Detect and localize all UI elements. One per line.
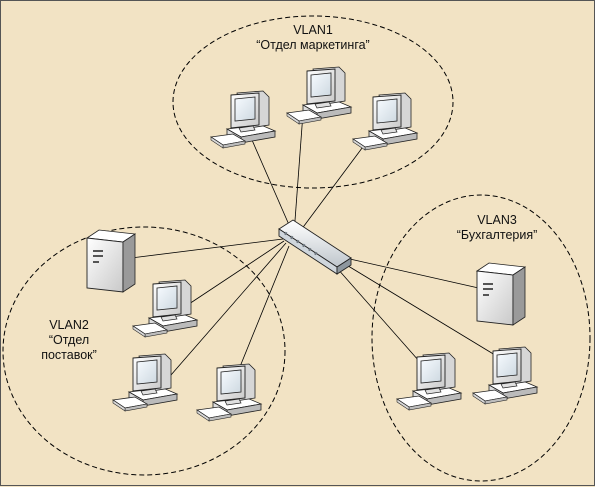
vlan1-dept: “Отдел маркетинга” — [256, 38, 370, 52]
vlan1-workstation-icon-2 — [286, 66, 352, 125]
vlan3-name: VLAN3 — [477, 213, 517, 227]
vlan2-name: VLAN2 — [49, 318, 89, 332]
vlan3-workstation-icon-1 — [396, 352, 462, 411]
vlan3-dept: “Бухгалтерия” — [456, 228, 538, 242]
vlan1-name: VLAN1 — [293, 23, 333, 37]
vlan3-workstation-icon-2 — [472, 346, 538, 405]
vlan2-workstation-icon-1 — [132, 279, 198, 338]
vlan3-label: VLAN3 “Бухгалтерия” — [442, 213, 552, 243]
vlan2-label: VLAN2 “Отдел поставок” — [29, 318, 109, 363]
vlan2-dept-line2: поставок” — [41, 348, 97, 362]
network-switch-icon — [278, 219, 352, 275]
vlan3-server-icon — [476, 262, 526, 326]
vlan2-workstation-icon-3 — [196, 363, 262, 422]
vlan2-server-icon — [86, 229, 136, 293]
vlan1-workstation-icon-1 — [210, 90, 276, 149]
vlan3-boundary — [371, 194, 591, 482]
vlan2-workstation-icon-2 — [112, 353, 178, 412]
vlan2-dept-line1: “Отдел — [48, 333, 90, 347]
vlan1-label: VLAN1 “Отдел маркетинга” — [253, 23, 373, 53]
vlan1-workstation-icon-3 — [352, 92, 418, 151]
vlan1-boundary — [172, 15, 454, 189]
vlan2-boundary — [2, 226, 286, 476]
connection-lines — [130, 112, 496, 384]
